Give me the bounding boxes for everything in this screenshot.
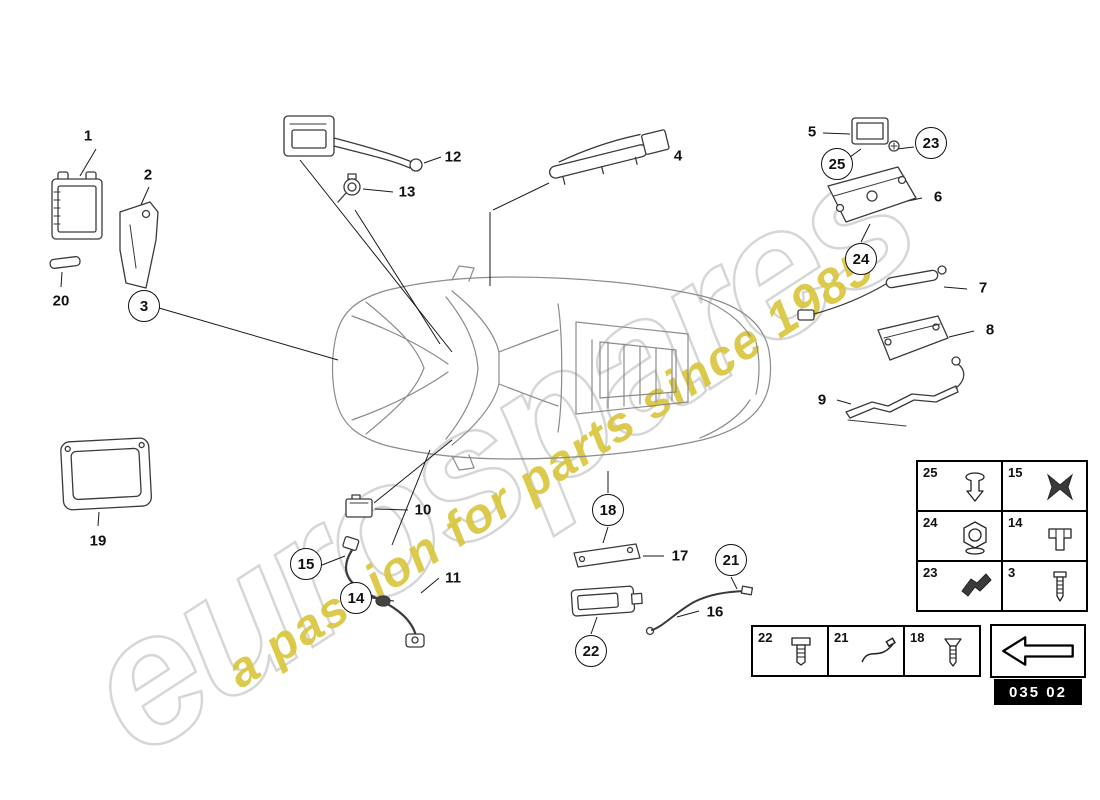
part-callout-18[interactable]: 18 xyxy=(592,494,624,526)
part-11-cable-drawing xyxy=(342,535,425,648)
part-callout-24[interactable]: 24 xyxy=(845,243,877,275)
retaining-clip-icon xyxy=(1048,528,1072,551)
part-callout-5[interactable]: 5 xyxy=(807,123,817,141)
legend-cell-number: 24 xyxy=(923,515,938,530)
legend-cell-number: 14 xyxy=(1008,515,1023,530)
part-callout-23[interactable]: 23 xyxy=(915,127,947,159)
part-1-control-unit-drawing xyxy=(51,171,103,240)
legend-cell-3[interactable]: 3 xyxy=(1002,561,1087,611)
part-callout-11[interactable]: 11 xyxy=(445,569,461,587)
part-12-amplifier-drawing xyxy=(283,115,423,172)
leader-lines xyxy=(60,132,975,635)
part-callout-14[interactable]: 14 xyxy=(340,582,372,614)
part-callout-1[interactable]: 1 xyxy=(83,127,93,145)
part-callout-6[interactable]: 6 xyxy=(933,188,943,206)
part-callout-3[interactable]: 3 xyxy=(128,290,160,322)
part-callout-16[interactable]: 16 xyxy=(706,603,724,621)
part-callout-20[interactable]: 20 xyxy=(52,292,70,310)
part-callout-17[interactable]: 17 xyxy=(671,547,689,565)
part-8-bracket-drawing xyxy=(877,315,949,361)
fastener-legend-table: 25 15 24 14 23 xyxy=(916,460,1088,612)
legend-cell-number: 21 xyxy=(834,630,849,645)
part-callout-22[interactable]: 22 xyxy=(575,635,607,667)
legend-cell-number: 18 xyxy=(910,630,925,645)
part-callout-2[interactable]: 2 xyxy=(143,166,153,184)
expanding-rivet-icon xyxy=(1046,473,1074,501)
hex-nut-icon xyxy=(963,521,987,555)
part-callout-7[interactable]: 7 xyxy=(978,279,988,297)
left-arrow-icon xyxy=(1002,636,1074,666)
part-callout-21[interactable]: 21 xyxy=(715,544,747,576)
part-7-aerial-amplifier-drawing xyxy=(797,265,947,321)
part-19-module-plate-drawing xyxy=(60,437,153,511)
diagram-code-badge: 035 02 xyxy=(994,679,1082,705)
part-callout-19[interactable]: 19 xyxy=(89,532,107,550)
part-callout-13[interactable]: 13 xyxy=(398,183,416,201)
part-6-mounting-plate-drawing xyxy=(827,166,917,223)
part-4-roof-aerial-drawing xyxy=(548,129,670,185)
part-callout-25[interactable]: 25 xyxy=(821,148,853,180)
push-rivet-icon xyxy=(965,472,985,502)
legend-cell-23[interactable]: 23 xyxy=(917,561,1002,611)
cable-tie-icon xyxy=(861,637,896,663)
legend-cell-24[interactable]: 24 xyxy=(917,511,1002,561)
part-callout-12[interactable]: 12 xyxy=(444,148,462,166)
part-17-bracket-plate-drawing xyxy=(573,543,641,568)
part-callout-8[interactable]: 8 xyxy=(985,321,995,339)
hardware-legend-table: 22 21 18 xyxy=(751,625,981,677)
screw-icon xyxy=(1053,571,1067,602)
legend-cell-number: 23 xyxy=(923,565,938,580)
part-callout-15[interactable]: 15 xyxy=(290,548,322,580)
part-5-module-drawing xyxy=(851,117,900,152)
part-callout-4[interactable]: 4 xyxy=(673,147,683,165)
legend-cell-number: 25 xyxy=(923,465,938,480)
part-callout-10[interactable]: 10 xyxy=(414,501,432,519)
part-13-sensor-drawing xyxy=(337,173,361,203)
legend-cell-number: 15 xyxy=(1008,465,1023,480)
hex-bolt-icon xyxy=(791,637,811,666)
holder-clip-icon xyxy=(961,573,992,597)
part-16-cable-drawing xyxy=(645,585,754,636)
part-9-aerial-bracket-drawing xyxy=(845,356,965,427)
previous-page-button[interactable] xyxy=(990,624,1086,678)
part-10-sensor-drawing xyxy=(345,494,373,518)
part-2-bracket-drawing xyxy=(119,201,159,289)
part-22-module-drawing xyxy=(570,585,643,617)
legend-cell-25[interactable]: 25 xyxy=(917,461,1002,511)
legend-cell-21[interactable]: 21 xyxy=(828,626,904,676)
legend-cell-15[interactable]: 15 xyxy=(1002,461,1087,511)
legend-cell-18[interactable]: 18 xyxy=(904,626,980,676)
diagram-code: 035 02 xyxy=(1009,683,1067,701)
legend-cell-22[interactable]: 22 xyxy=(752,626,828,676)
tapping-screw-icon xyxy=(944,638,962,667)
legend-cell-number: 22 xyxy=(758,630,773,645)
legend-cell-14[interactable]: 14 xyxy=(1002,511,1087,561)
legend-cell-number: 3 xyxy=(1008,565,1016,580)
part-20-pin-drawing xyxy=(49,256,81,269)
car-top-view-drawing xyxy=(331,265,772,471)
part-callout-9[interactable]: 9 xyxy=(817,391,827,409)
